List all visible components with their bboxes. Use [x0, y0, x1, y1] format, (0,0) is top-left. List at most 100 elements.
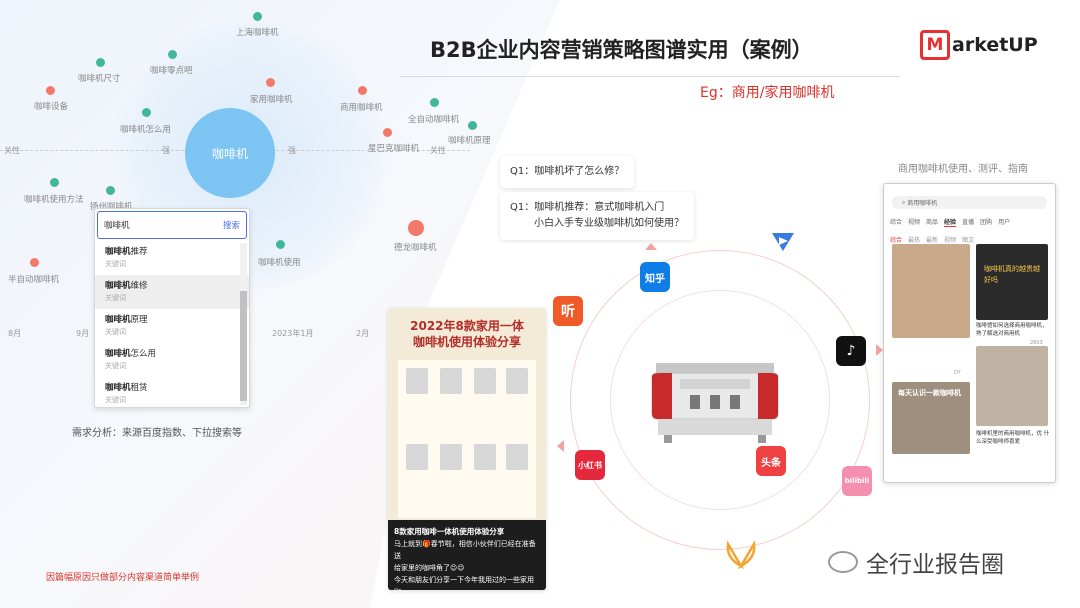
keyword-label: 德龙咖啡机	[394, 243, 437, 253]
footnote: 因篇幅原因只做部分内容渠道简单举例	[46, 573, 200, 583]
post-footer: 8款家用咖啡一体机使用体验分享 马上就到🎁春节啦，相信小伙伴们已经在准备送 给家…	[388, 520, 546, 590]
like-count: 2803	[1030, 340, 1043, 346]
watermark: 全行业报告圈	[828, 545, 1004, 579]
tab-item[interactable]: 视频	[908, 219, 921, 226]
suggestion-sub: 关键词	[105, 260, 126, 268]
bilibili-icon[interactable]: bilibili	[842, 466, 872, 496]
toutiao-icon[interactable]: 头条	[756, 446, 786, 476]
wechat-icon	[828, 551, 858, 573]
toutiao-label: 头条	[761, 457, 781, 469]
keyword-label: 上海咖啡机	[236, 28, 279, 38]
axis-mid-label: 关性	[4, 146, 20, 155]
subtab-item[interactable]: 最热	[908, 237, 921, 244]
suggestion-item[interactable]: 咖啡机原理 关键词	[95, 309, 249, 343]
center-keyword-bubble: 咖啡机	[185, 108, 275, 198]
keyword-label: 咖啡机使用	[258, 258, 301, 268]
search-icon: ⌕	[902, 198, 908, 206]
question-text: Q1：咖啡机坏了怎么修？	[510, 166, 625, 177]
axis-mid-label: 强	[288, 146, 296, 155]
suggestion-item[interactable]: 咖啡机维修 关键词	[95, 275, 249, 309]
xiaohongshu-icon[interactable]: 小红书	[575, 450, 605, 480]
axis-label: 2023年1月	[272, 329, 314, 338]
xiaohongshu-post-card[interactable]: 2022年8款家用一体 咖啡机使用体验分享 8款家用咖啡一体机使用体验分享 马上…	[388, 308, 546, 590]
search-input[interactable]: 咖啡机 搜索	[97, 211, 247, 239]
keyword-dot	[383, 128, 392, 137]
question-box-1: Q1：咖啡机坏了怎么修？	[500, 156, 635, 188]
tab-item[interactable]: 直播	[962, 219, 975, 226]
coffee-machine-image	[651, 363, 779, 443]
axis-label: 9月	[76, 329, 90, 338]
keyword-label: 家用咖啡机	[250, 95, 293, 105]
subtab-item[interactable]: 综合	[890, 237, 903, 244]
keyword-dot	[168, 50, 177, 59]
keyword-label: 咖啡机怎么用	[120, 125, 172, 135]
watermark-text: 全行业报告圈	[866, 552, 1004, 578]
title-divider	[400, 76, 900, 77]
axis-label: 2月	[356, 329, 370, 338]
post-body: 今天和朋友们分享一下今年我用过的一些家用咖	[394, 576, 534, 590]
douyin-icon[interactable]: ♪	[836, 336, 866, 366]
tab-item[interactable]: 用户	[998, 219, 1011, 226]
keyword-dot	[266, 78, 275, 87]
thumbnail-caption: 咖啡机真的越贵越好吗	[984, 265, 1040, 284]
product-grid-image	[398, 360, 536, 518]
subtab-item[interactable]: 图文	[962, 237, 975, 244]
keyword-label: 咖啡零点吧	[150, 66, 193, 76]
tab-item-active[interactable]: 经验	[944, 219, 957, 227]
video-thumbnail[interactable]	[892, 244, 970, 338]
card-title: 咖啡馆如何选择商用咖啡机，熟了解选对商用机	[976, 323, 1048, 337]
tab-item[interactable]: 团购	[980, 219, 993, 226]
video-play-icon[interactable]	[770, 229, 798, 253]
search-button[interactable]: 搜索	[222, 221, 240, 231]
keyword-dot	[358, 86, 367, 95]
page-title: B2B企业内容营销策略图谱实用（案例）	[430, 38, 813, 62]
suggestion-item[interactable]: 咖啡机推荐 关键词	[95, 241, 249, 275]
video-thumbnail[interactable]: 每天认识一款咖啡机	[892, 382, 970, 454]
thumbnail-caption: 每天认识一款咖啡机	[898, 389, 961, 397]
suggestion-rest: 租赁	[130, 383, 148, 393]
scrollbar[interactable]	[240, 243, 247, 405]
arrow-right-icon	[876, 344, 883, 356]
suggestion-rest: 推荐	[130, 247, 148, 257]
phone-tabs: 综合 视频 商品 经验 直播 团购 用户	[884, 213, 1055, 231]
phone-search-text: 商用咖啡机	[907, 200, 938, 207]
ting-icon[interactable]: 听	[553, 296, 583, 326]
zhihu-label: 知乎	[645, 273, 665, 285]
suggestion-item[interactable]: 咖啡机怎么用 关键词	[95, 343, 249, 377]
keyword-dot	[106, 186, 115, 195]
tab-item[interactable]: 综合	[890, 219, 903, 226]
scrollbar-thumb[interactable]	[240, 291, 247, 401]
search-suggestion-panel: 咖啡机 搜索 咖啡机推荐 关键词 咖啡机维修 关键词 咖啡机原理 关键词 咖啡机…	[94, 208, 250, 408]
video-thumbnail[interactable]: 咖啡机真的越贵越好吗	[976, 244, 1048, 320]
marketup-logo: M arketUP	[920, 30, 1038, 60]
card-title-line: 2022年8款家用一体	[410, 319, 524, 333]
keyword-label: 咖啡机使用方法	[24, 195, 84, 205]
keyword-label: 全自动咖啡机	[408, 115, 460, 125]
ting-label: 听	[561, 304, 575, 320]
keyword-label: 商用咖啡机	[340, 103, 383, 113]
video-thumbnail[interactable]	[976, 346, 1048, 426]
suggestion-bold: 咖啡机	[105, 281, 131, 291]
keyword-dot	[253, 12, 262, 21]
keyword-dot	[468, 121, 477, 130]
suggestion-sub: 关键词	[105, 328, 126, 336]
suggestion-bold: 咖啡机	[105, 349, 131, 359]
channel-ring-inner	[610, 290, 830, 510]
suggestion-sub: 关键词	[105, 362, 126, 370]
demand-caption: 需求分析：来源百度指数、下拉搜索等	[72, 428, 242, 439]
arrow-left-icon	[557, 440, 564, 452]
question-text: 小白入手专业级咖啡机如何使用？	[534, 218, 684, 229]
suggestion-list: 咖啡机推荐 关键词 咖啡机维修 关键词 咖啡机原理 关键词 咖啡机怎么用 关键词…	[95, 241, 249, 411]
subtab-item[interactable]: 视频	[944, 237, 957, 244]
subtab-item[interactable]: 最新	[926, 237, 939, 244]
butterfly-icon	[726, 540, 756, 570]
keyword-label: 咖啡机尺寸	[78, 74, 121, 84]
phone-search-input[interactable]: ⌕ 商用咖啡机	[892, 196, 1047, 209]
tab-item[interactable]: 商品	[926, 219, 939, 226]
suggestion-item[interactable]: 咖啡机租赁 关键词	[95, 377, 249, 411]
keyword-dot	[408, 220, 424, 236]
keyword-label: 星巴克咖啡机	[368, 144, 420, 154]
zhihu-icon[interactable]: 知乎	[640, 262, 670, 292]
card-title: 咖啡机里的商用咖啡机，优 什么深受咖啡师喜爱	[976, 431, 1050, 445]
keyword-dot	[30, 258, 39, 267]
